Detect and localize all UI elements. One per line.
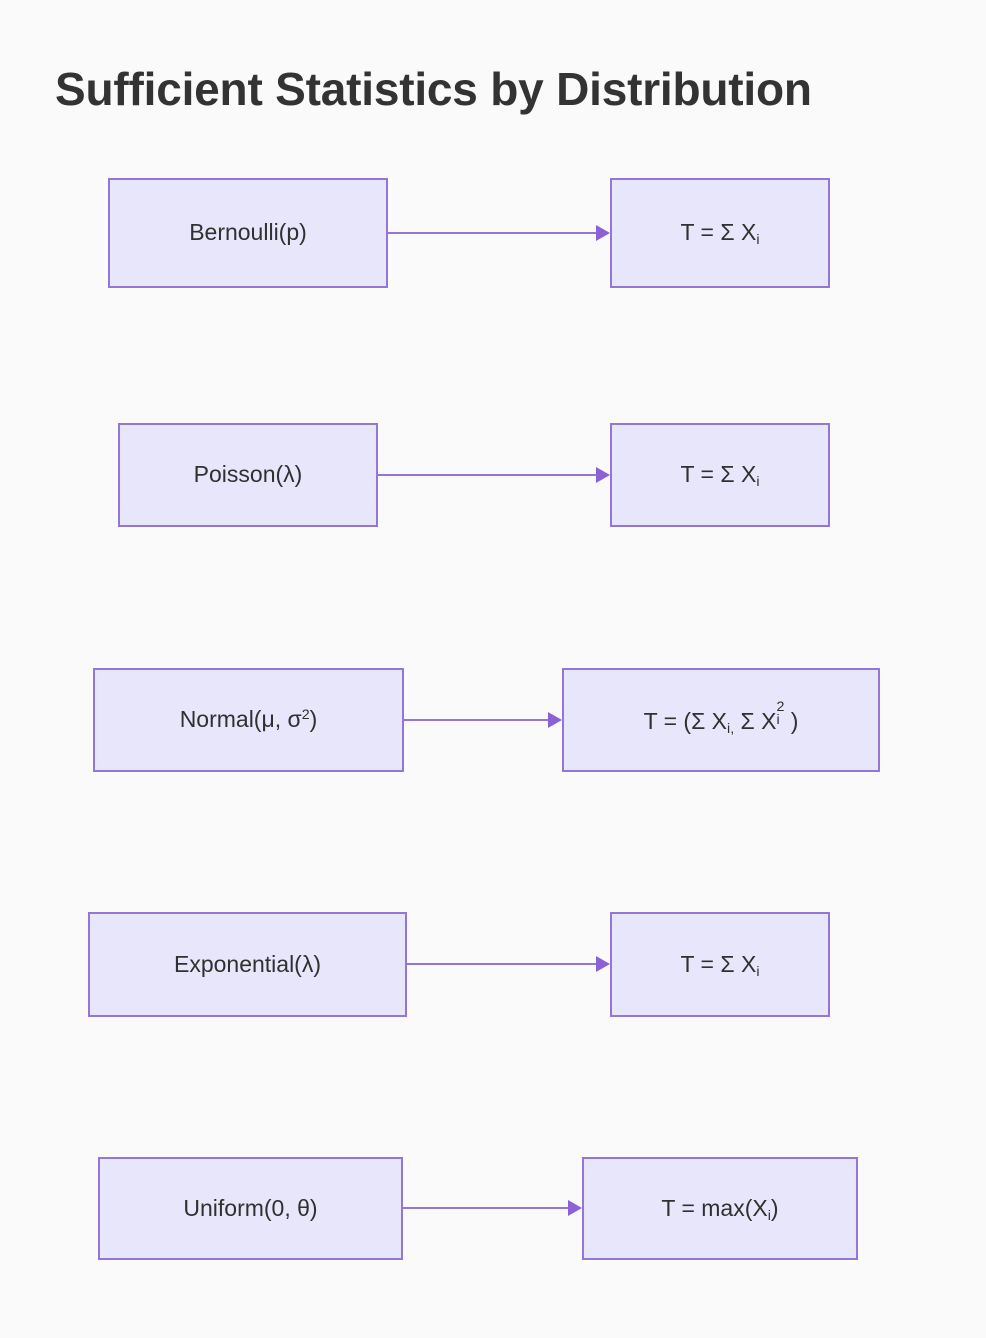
node-label: T = Σ Xi <box>680 950 760 980</box>
node-distribution-normal[interactable]: Normal(μ, σ2) <box>93 668 404 772</box>
node-distribution-bernoulli[interactable]: Bernoulli(p) <box>108 178 388 288</box>
arrow-head-icon <box>596 956 610 972</box>
node-label: T = Σ Xi <box>680 461 760 491</box>
node-label: Poisson(λ) <box>193 461 303 488</box>
node-statistic-exponential[interactable]: T = Σ Xi <box>610 912 830 1017</box>
node-label: Uniform(0, θ) <box>183 1194 318 1221</box>
arrow-shaft <box>407 963 596 965</box>
node-distribution-poisson[interactable]: Poisson(λ) <box>118 423 378 527</box>
arrow-uniform <box>403 1199 582 1217</box>
arrow-head-icon <box>596 225 610 241</box>
arrow-shaft <box>403 1207 568 1209</box>
node-statistic-poisson[interactable]: T = Σ Xi <box>610 423 830 527</box>
page-title: Sufficient Statistics by Distribution <box>55 63 812 115</box>
node-label: T = max(Xi) <box>661 1194 779 1224</box>
node-label: Normal(μ, σ2) <box>179 706 318 733</box>
node-distribution-exponential[interactable]: Exponential(λ) <box>88 912 407 1017</box>
arrow-shaft <box>404 719 548 721</box>
arrow-head-icon <box>568 1200 582 1216</box>
node-statistic-bernoulli[interactable]: T = Σ Xi <box>610 178 830 288</box>
node-label: T = Σ Xi <box>680 219 760 249</box>
arrow-shaft <box>388 232 596 234</box>
node-label: Exponential(λ) <box>173 950 322 977</box>
arrow-exponential <box>407 955 610 973</box>
arrow-shaft <box>378 474 596 476</box>
arrow-head-icon <box>548 712 562 728</box>
node-statistic-uniform[interactable]: T = max(Xi) <box>582 1157 858 1260</box>
arrow-normal <box>404 711 562 729</box>
arrow-bernoulli <box>388 224 610 242</box>
arrow-poisson <box>378 466 610 484</box>
arrow-head-icon <box>596 467 610 483</box>
node-distribution-uniform[interactable]: Uniform(0, θ) <box>98 1157 403 1260</box>
node-label: Bernoulli(p) <box>189 219 307 246</box>
